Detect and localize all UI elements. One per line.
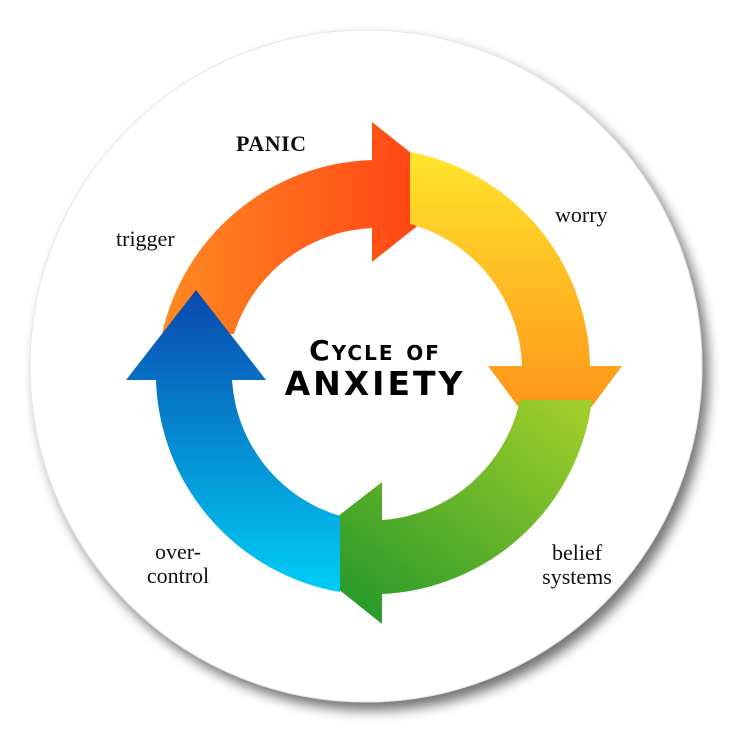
stage-label-panic: PANIC	[236, 131, 307, 156]
arrow-worry	[410, 152, 622, 456]
background-disc	[29, 29, 703, 703]
stage-label-trigger: trigger	[116, 226, 175, 251]
arrow-over-control	[126, 290, 340, 592]
arrow-panic	[162, 122, 460, 334]
title-line-2: ANXIETY	[284, 364, 466, 404]
stage-label-belief-systems: belief systems	[542, 540, 612, 590]
stage-label-worry: worry	[555, 202, 608, 227]
diagram-title: Cycle of ANXIETY	[230, 334, 520, 404]
stage-label-over-control: over- control	[146, 539, 210, 589]
title-line-1: Cycle of	[309, 334, 441, 367]
arrow-belief-systems	[292, 400, 592, 624]
